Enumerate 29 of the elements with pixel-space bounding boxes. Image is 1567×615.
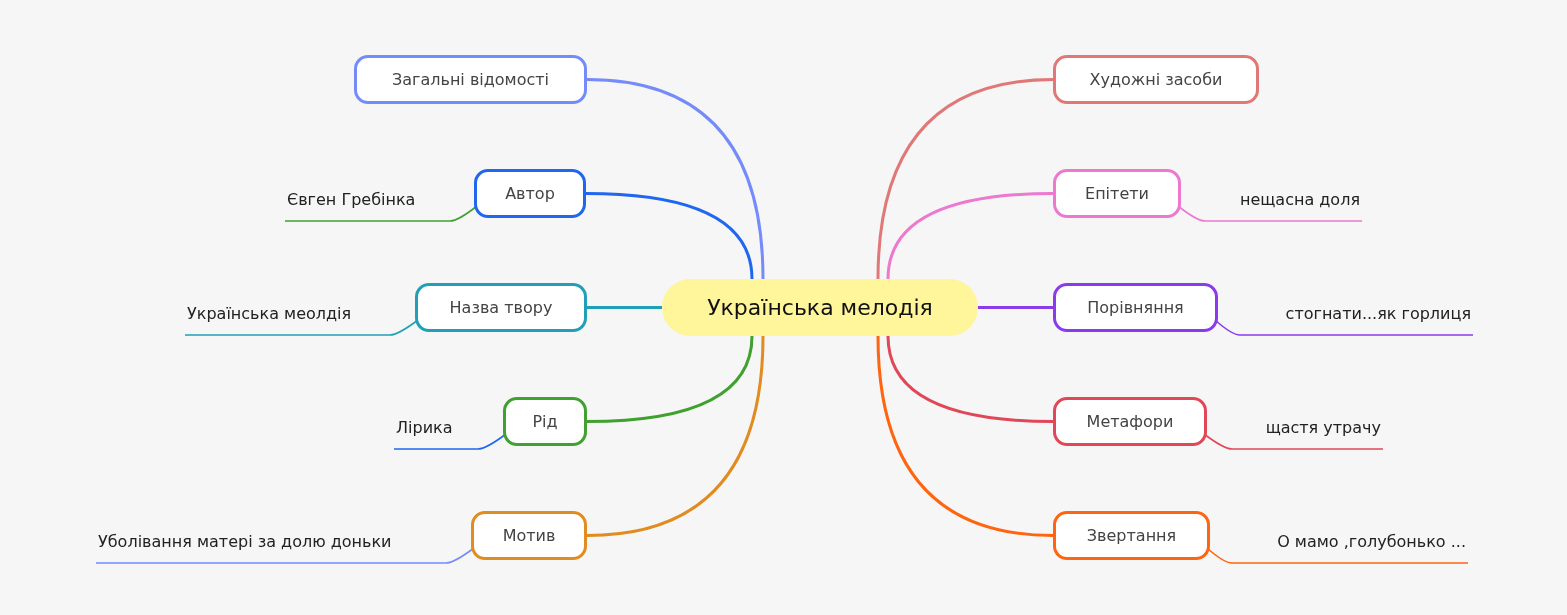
subtopic-text: щастя утрачу <box>1232 412 1383 449</box>
topic-box: Метафори <box>1053 397 1207 446</box>
topic-box: Мотив <box>471 511 587 560</box>
connector-line <box>876 335 1054 537</box>
connector-line <box>586 335 754 423</box>
topic-box: Епітети <box>1053 169 1181 218</box>
connector-line <box>886 335 1054 423</box>
topic-box: Рід <box>503 397 587 446</box>
subtopic-text: Українська меолдія <box>185 298 390 335</box>
subtopic-text: Уболівання матері за долю доньки <box>96 526 446 563</box>
topic-box: Автор <box>474 169 586 218</box>
topic-box: Звертання <box>1053 511 1210 560</box>
subtopic-text: нещасна доля <box>1205 184 1362 221</box>
subtopic-text: Євген Гребінка <box>285 184 450 221</box>
subtopic-text: О мамо ,голубонько ... <box>1232 526 1468 563</box>
connector-line <box>585 192 754 280</box>
connector-line <box>876 78 1054 280</box>
connector-line <box>586 78 765 280</box>
subtopic-text: Лірика <box>394 412 478 449</box>
topic-box: Назва твору <box>415 283 587 332</box>
connector-line <box>586 335 765 537</box>
topic-box: Порівняння <box>1053 283 1218 332</box>
connector-line <box>978 306 1053 309</box>
central-topic: Українська мелодія <box>662 279 978 336</box>
connector-line <box>587 306 662 309</box>
connector-line <box>886 192 1054 280</box>
topic-box: Художні засоби <box>1053 55 1259 104</box>
topic-box: Загальні відомості <box>354 55 587 104</box>
subtopic-text: стогнати...як горлиця <box>1240 298 1473 335</box>
